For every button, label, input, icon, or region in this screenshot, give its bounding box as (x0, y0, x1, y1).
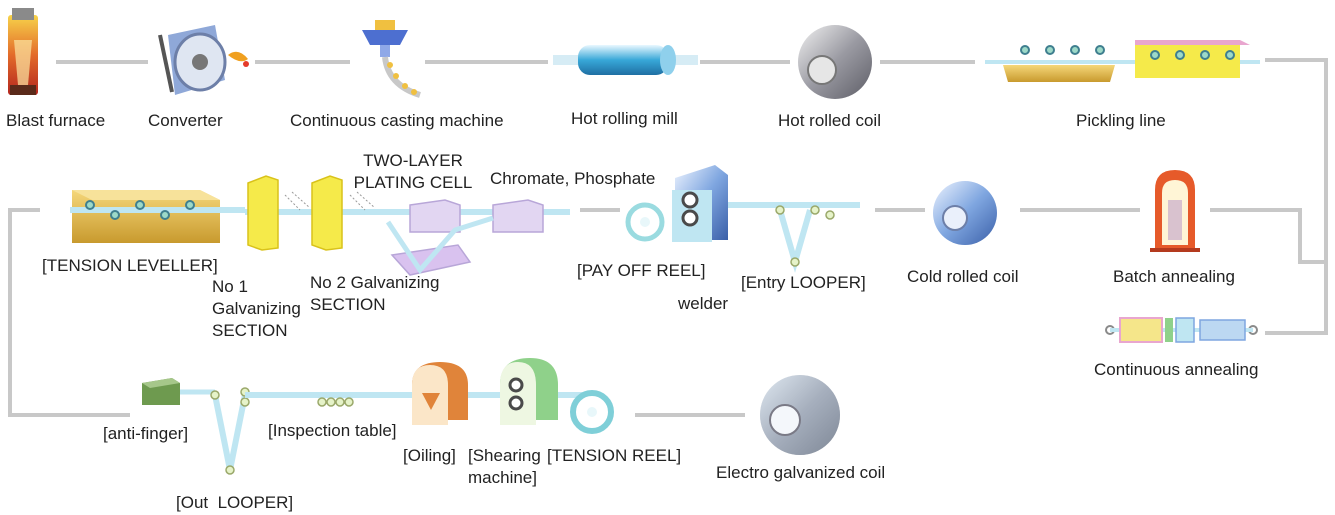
pay-off-reel-icon (625, 165, 860, 242)
pickling-line-icon (985, 40, 1260, 82)
looper-icon (775, 205, 835, 273)
shearing-icon (500, 358, 558, 425)
label-plating-cell: TWO-LAYER PLATING CELL (353, 151, 473, 192)
label-tension-reel: [TENSION REEL] (547, 446, 682, 465)
label-out-looper: [Out LOOPER] (176, 493, 294, 512)
blast-furnace-icon (8, 8, 38, 95)
connector-11 (8, 208, 130, 417)
label-shearing: [Shearing machine] (468, 446, 541, 487)
converter-icon (158, 25, 249, 95)
label-casting: Continuous casting machine (290, 111, 504, 130)
label-chromate: Chromate, Phosphate (490, 169, 656, 188)
eg-coil-icon (760, 375, 840, 455)
oiling-icon (412, 362, 468, 425)
label-batch-annealing: Batch annealing (1113, 267, 1235, 286)
tension-reel-icon (570, 390, 614, 434)
label-tension-leveller: [TENSION LEVELLER] (42, 256, 218, 275)
label-hot-coil: Hot rolled coil (778, 111, 881, 130)
casting-icon (362, 20, 421, 98)
cold-coil-icon (933, 181, 997, 245)
label-continuous-annealing: Continuous annealing (1094, 360, 1259, 379)
batch-annealing-icon (1150, 170, 1200, 252)
label-anti-finger: [anti-finger] (103, 424, 189, 443)
label-entry-looper: [Entry LOOPER] (741, 273, 866, 292)
continuous-annealing-icon (1105, 317, 1258, 343)
label-eg-coil: Electro galvanized coil (716, 463, 886, 482)
hot-coil-icon (798, 25, 872, 99)
inspection-table-icon (317, 397, 354, 407)
galvanizing-icon (247, 175, 376, 251)
hot-rolling-mill-icon (553, 45, 698, 75)
anti-finger-icon (142, 378, 215, 405)
label-cold-coil: Cold rolled coil (907, 267, 1019, 286)
label-converter: Converter (148, 111, 223, 130)
connector-7 (1210, 208, 1326, 264)
label-welder: welder (678, 294, 729, 313)
label-hot-rolling: Hot rolling mill (571, 109, 678, 128)
connector-6 (1265, 58, 1328, 335)
plating-cell-icon (385, 199, 544, 276)
label-inspection: [Inspection table] (268, 421, 397, 440)
label-oiling: [Oiling] (403, 446, 456, 465)
label-galvanizing-2: No 2 Galvanizing SECTION (310, 273, 440, 314)
label-blast-furnace: Blast furnace (6, 111, 106, 130)
flow-connectors (8, 58, 1328, 417)
label-pay-off-reel: [PAY OFF REEL] (577, 261, 706, 280)
label-galvanizing-1: No 1 Galvanizing SECTION (212, 277, 301, 340)
tension-leveller-icon (70, 190, 245, 243)
label-pickling: Pickling line (1076, 111, 1166, 130)
